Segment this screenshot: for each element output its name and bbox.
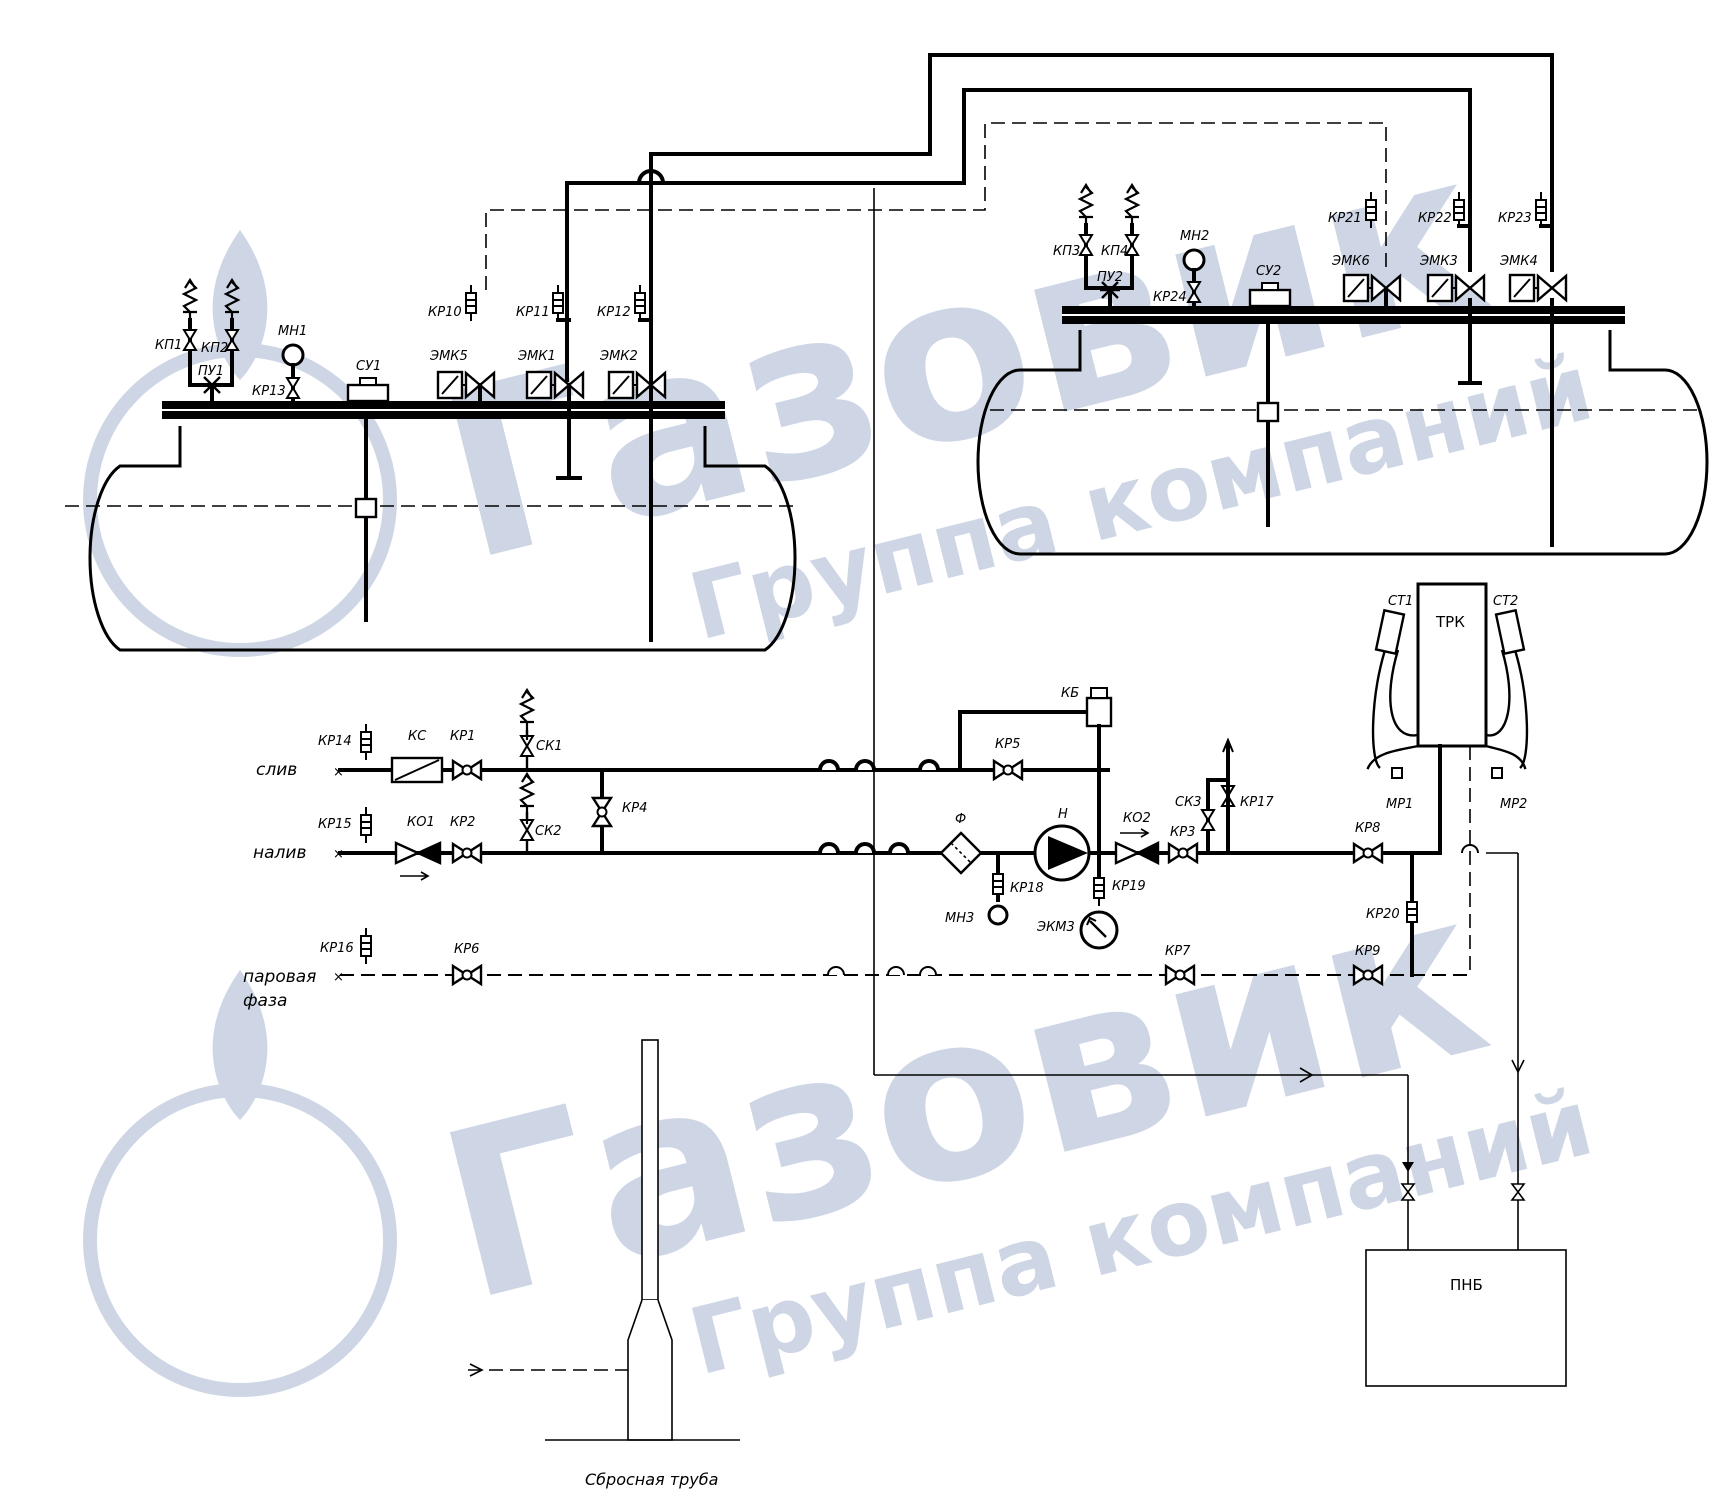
- pnb-label: ПНБ: [1450, 1276, 1483, 1294]
- st1-label: СТ1: [1388, 594, 1413, 609]
- filter-label: Ф: [955, 812, 966, 827]
- kr18-label: КР18: [1010, 881, 1044, 896]
- kr15-label: КР15: [318, 817, 352, 832]
- tank-interconnects: [485, 53, 1554, 1083]
- tank-2: [976, 298, 1709, 556]
- pu2-label: ПУ2: [1097, 270, 1123, 285]
- kr3-label: КР3: [1170, 825, 1195, 840]
- mn3-label: МН3: [945, 911, 974, 926]
- kr24-label: КР24: [1153, 290, 1187, 305]
- kr1-label: КР1: [450, 729, 475, 744]
- kr16-label: КР16: [320, 941, 354, 956]
- mr2-label: МР2: [1500, 797, 1527, 812]
- kr22-label: КР22: [1418, 211, 1452, 226]
- emk5-label: ЭМК5: [429, 349, 468, 364]
- kr9-label: КР9: [1355, 944, 1380, 959]
- ekm3-label: ЭКМ3: [1036, 920, 1075, 935]
- line-vapor-label-2: фаза: [243, 991, 287, 1011]
- line-sliv-label: слив: [256, 760, 297, 780]
- kr7-label: КР7: [1165, 944, 1191, 959]
- pump-label: Н: [1058, 807, 1068, 822]
- end-cap-naliv: ×: [333, 847, 344, 862]
- sk3-label: СК3: [1175, 795, 1202, 810]
- st2-label: СТ2: [1493, 594, 1518, 609]
- mn1-label: МН1: [278, 324, 307, 339]
- tank-1-fittings: КП1 КП2 ПУ1 МН1 КР13 СУ1 ЭМК5 ЭМК1 ЭМК2 …: [155, 278, 667, 403]
- kb-label: КБ: [1061, 686, 1079, 701]
- mn2-label: МН2: [1180, 229, 1209, 244]
- watermark-flame-upper: [212, 230, 268, 380]
- ko1-label: КО1: [407, 815, 435, 830]
- tank-1: [65, 169, 800, 652]
- kr20-label: КР20: [1366, 907, 1400, 922]
- emk2-label: ЭМК2: [599, 349, 638, 364]
- emk6-label: ЭМК6: [1331, 254, 1370, 269]
- trk-label: ТРК: [1435, 613, 1465, 631]
- gauge-mn2-icon: [1182, 248, 1206, 272]
- emk3-label: ЭМК3: [1419, 254, 1458, 269]
- watermark-flame-lower: [212, 970, 268, 1120]
- ks-label: КС: [408, 729, 427, 744]
- kr11-label: КР11: [516, 305, 550, 320]
- tank-2-fittings: КП3 КП4 ПУ2 МН2 КР24 СУ2 ЭМК6 ЭМК3 ЭМК4 …: [1053, 183, 1568, 308]
- kr12-label: КР12: [597, 305, 631, 320]
- kr14-label: КР14: [318, 734, 352, 749]
- mr1-label: МР1: [1386, 797, 1413, 812]
- kr23-label: КР23: [1498, 211, 1532, 226]
- emk1-label: ЭМК1: [517, 349, 556, 364]
- kp3-label: КП3: [1053, 244, 1080, 259]
- line-naliv-label: налив: [253, 843, 306, 863]
- emk4-label: ЭМК4: [1499, 254, 1538, 269]
- kp4-label: КП4: [1101, 244, 1128, 259]
- kr2-label: КР2: [450, 815, 475, 830]
- vent-pipe: Сбросная труба: [468, 1039, 740, 1489]
- kr10-label: КР10: [428, 305, 462, 320]
- kp1-label: КП1: [155, 338, 182, 353]
- kr19-label: КР19: [1112, 879, 1146, 894]
- trk-dispenser: ТРК СТ1 СТ2 МР1 МР2: [1366, 582, 1529, 975]
- su1-label: СУ1: [356, 359, 381, 374]
- watermark-logo-upper: [83, 343, 397, 657]
- end-cap-sliv: ×: [333, 765, 344, 780]
- gauge-mn1-icon: [281, 343, 305, 367]
- ko2-label: КО2: [1123, 811, 1151, 826]
- kr13-label: КР13: [252, 384, 286, 399]
- pu1-label: ПУ1: [198, 364, 224, 379]
- sk2-label: СК2: [535, 824, 562, 839]
- kp2-label: КП2: [201, 341, 228, 356]
- line-vapor-label-1: паровая: [243, 967, 316, 987]
- pnb-tank: ПНБ: [1365, 852, 1567, 1387]
- kr8-label: КР8: [1355, 821, 1380, 836]
- kr17-label: КР17: [1240, 795, 1274, 810]
- su2-label: СУ2: [1256, 264, 1281, 279]
- end-cap-vapor: ×: [333, 970, 344, 985]
- kr5-label: КР5: [995, 737, 1020, 752]
- vent-label: Сбросная труба: [585, 1470, 718, 1489]
- left-taps: КР14 КР15 КР16 КС КР1 СК1 КО1 КР2 СК2 КР…: [318, 688, 647, 986]
- kr6-label: КР6: [454, 942, 479, 957]
- kr21-label: КР21: [1328, 211, 1362, 226]
- watermark-logo-lower: [83, 1083, 397, 1397]
- pump-station: КБ КР5 Ф КР18 МН3 Н КР19 ЭКМ3 КО2 КР3: [939, 686, 1418, 986]
- kr4-label: КР4: [622, 801, 647, 816]
- sk1-label: СК1: [536, 739, 563, 754]
